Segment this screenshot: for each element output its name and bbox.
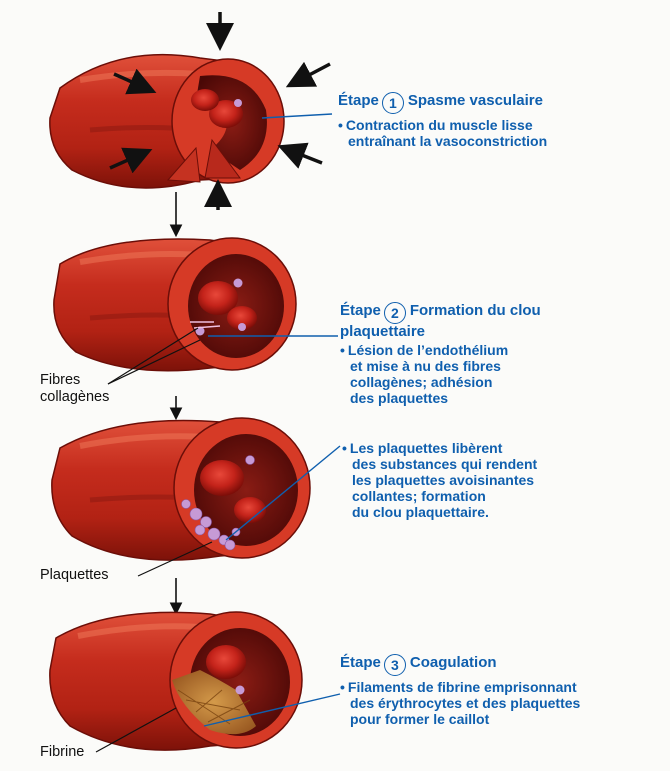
step-number-badge: 2 [384, 302, 406, 324]
step-title: Coagulation [410, 654, 497, 671]
bullet-line: des substances qui rendent [342, 456, 537, 472]
vessel-step-4 [50, 612, 302, 750]
bullet-line: collantes; formation [342, 488, 537, 504]
step-number-badge: 1 [382, 92, 404, 114]
step-word: Étape [340, 302, 381, 319]
bullet-line: •Lésion de l’endothélium [340, 342, 541, 358]
bullet-line: •Filaments de fibrine emprisonnant [340, 679, 580, 695]
step-2-heading: Étape2Formation du clou [340, 302, 541, 324]
step-number-badge: 3 [384, 654, 406, 676]
fibres-collagenes-label: Fibres collagènes [40, 372, 109, 406]
plaquettes-label: Plaquettes [40, 567, 109, 583]
bullet-line: du clou plaquettaire. [342, 504, 537, 520]
step-1-heading: Étape1Spasme vasculaire [338, 92, 547, 114]
platelet-release-block: •Les plaquettes libèrent des substances … [342, 440, 537, 520]
vessel-step-3 [52, 418, 310, 560]
label-line: collagènes [40, 389, 109, 406]
bullet-line: collagènes; adhésion [340, 374, 541, 390]
step-1-block: Étape1Spasme vasculaire •Contraction du … [338, 92, 547, 149]
step-word: Étape [338, 92, 379, 109]
bullet-line: entraînant la vasoconstriction [338, 133, 547, 149]
fibrine-label: Fibrine [40, 744, 84, 760]
step-title: Formation du clou [410, 302, 541, 319]
bullet-line: des plaquettes [340, 390, 541, 406]
bullet-line: •Contraction du muscle lisse [338, 117, 547, 133]
bullet-line: les plaquettes avoisinantes [342, 472, 537, 488]
step-3-block: Étape3Coagulation •Filaments de fibrine … [340, 654, 580, 727]
bullet-line: et mise à nu des fibres [340, 358, 541, 374]
step-word: Étape [340, 654, 381, 671]
bullet-line: des érythrocytes et des plaquettes [340, 695, 580, 711]
step-3-heading: Étape3Coagulation [340, 654, 580, 676]
label-line: Fibres [40, 372, 109, 389]
step-2-heading-line2: plaquettaire [340, 324, 541, 340]
step-2-block: Étape2Formation du clou plaquettaire •Lé… [340, 302, 541, 406]
vessel-step-1 [50, 55, 284, 188]
bullet-line: •Les plaquettes libèrent [342, 440, 537, 456]
step-title: Spasme vasculaire [408, 92, 543, 109]
bullet-line: pour former le caillot [340, 711, 580, 727]
vessel-step-2 [54, 238, 296, 371]
